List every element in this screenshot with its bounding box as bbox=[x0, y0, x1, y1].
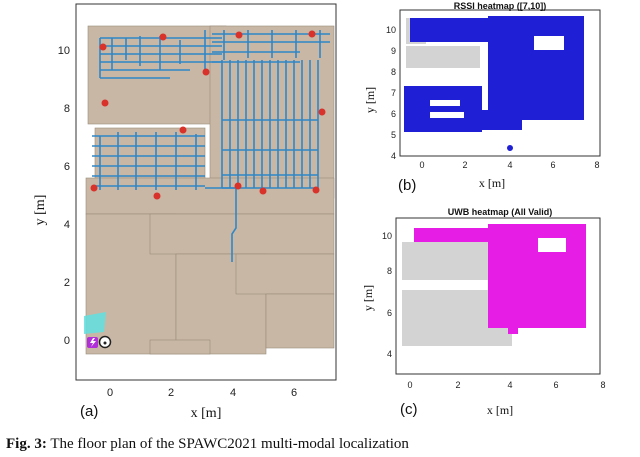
panel-a-ylabel: y [m] bbox=[33, 195, 48, 226]
panel-b-ytick: 9 bbox=[391, 46, 396, 56]
panel-b: RSSI heatmap ([7,10]) 0 2 4 6 8 4 5 6 7 … bbox=[363, 1, 601, 194]
panel-b-title: RSSI heatmap ([7,10]) bbox=[454, 1, 547, 11]
rssi-heatmap bbox=[404, 16, 584, 151]
panel-b-ytick: 8 bbox=[391, 67, 396, 77]
panel-c-xtick: 6 bbox=[553, 380, 558, 390]
uwb-heatmap bbox=[414, 224, 586, 334]
panel-a-xtick: 0 bbox=[107, 387, 113, 399]
panel-b-xlabel: x [m] bbox=[479, 176, 505, 190]
panel-b-xtick: 2 bbox=[462, 160, 467, 170]
panel-b-xtick: 8 bbox=[594, 160, 599, 170]
panel-a-ytick: 2 bbox=[64, 277, 70, 289]
figure-caption: Fig. 3: The floor plan of the SPAWC2021 … bbox=[6, 436, 640, 453]
panel-a-xlabel: x [m] bbox=[191, 406, 222, 421]
panel-a-xtick: 6 bbox=[291, 387, 297, 399]
panel-a-ytick: 8 bbox=[64, 103, 70, 115]
uwb-heatmap-gaps bbox=[538, 238, 566, 252]
panel-b-xtick: 0 bbox=[419, 160, 424, 170]
panel-c-ylabel: y [m] bbox=[361, 285, 375, 311]
panel-c-xtick: 0 bbox=[407, 380, 412, 390]
panel-b-ytick: 10 bbox=[386, 25, 396, 35]
panel-a-ytick: 6 bbox=[64, 161, 70, 173]
lightning-icon bbox=[87, 337, 98, 348]
anchor-markers bbox=[90, 30, 326, 200]
panel-c-xtick: 2 bbox=[455, 380, 460, 390]
caption-text: The floor plan of the SPAWC2021 multi-mo… bbox=[50, 436, 409, 452]
panel-b-ylabel: y [m] bbox=[363, 87, 377, 113]
panel-a-xtick: 4 bbox=[230, 387, 236, 399]
rssi-heatmap-gaps bbox=[430, 36, 564, 118]
panel-b-ytick: 7 bbox=[391, 88, 396, 98]
panel-c-xtick: 8 bbox=[600, 380, 605, 390]
panel-c-ytick: 4 bbox=[387, 349, 392, 359]
device-area-patch bbox=[84, 312, 106, 334]
panel-a-ytick: 10 bbox=[58, 45, 70, 57]
panel-c-ytick: 10 bbox=[382, 231, 392, 241]
wifi-icon bbox=[98, 335, 112, 349]
panel-c-label: (c) bbox=[400, 401, 418, 418]
panel-c-title: UWB heatmap (All Valid) bbox=[448, 207, 553, 217]
panel-b-ytick: 4 bbox=[391, 151, 396, 161]
panel-c-xtick: 4 bbox=[507, 380, 512, 390]
panel-a: 0 2 4 6 0 2 4 6 8 10 x [m] y [m] (a) bbox=[33, 3, 337, 421]
floor-plan bbox=[85, 25, 335, 355]
panel-b-label: (b) bbox=[398, 177, 416, 194]
panel-c: UWB heatmap (All Valid) 0 2 4 6 8 4 6 8 … bbox=[361, 207, 606, 418]
caption-prefix: Fig. 3: bbox=[6, 436, 47, 452]
panel-c-ytick: 6 bbox=[387, 308, 392, 318]
panel-c-ytick: 8 bbox=[387, 266, 392, 276]
panel-a-xtick: 2 bbox=[168, 387, 174, 399]
panel-c-xlabel: x [m] bbox=[487, 403, 513, 417]
panel-b-xtick: 4 bbox=[507, 160, 512, 170]
panel-b-ytick: 6 bbox=[391, 109, 396, 119]
panel-a-label: (a) bbox=[80, 403, 98, 420]
panel-a-ytick: 0 bbox=[64, 335, 70, 347]
panel-b-xtick: 6 bbox=[550, 160, 555, 170]
panel-a-ytick: 4 bbox=[64, 219, 70, 231]
panel-b-ytick: 5 bbox=[391, 130, 396, 140]
